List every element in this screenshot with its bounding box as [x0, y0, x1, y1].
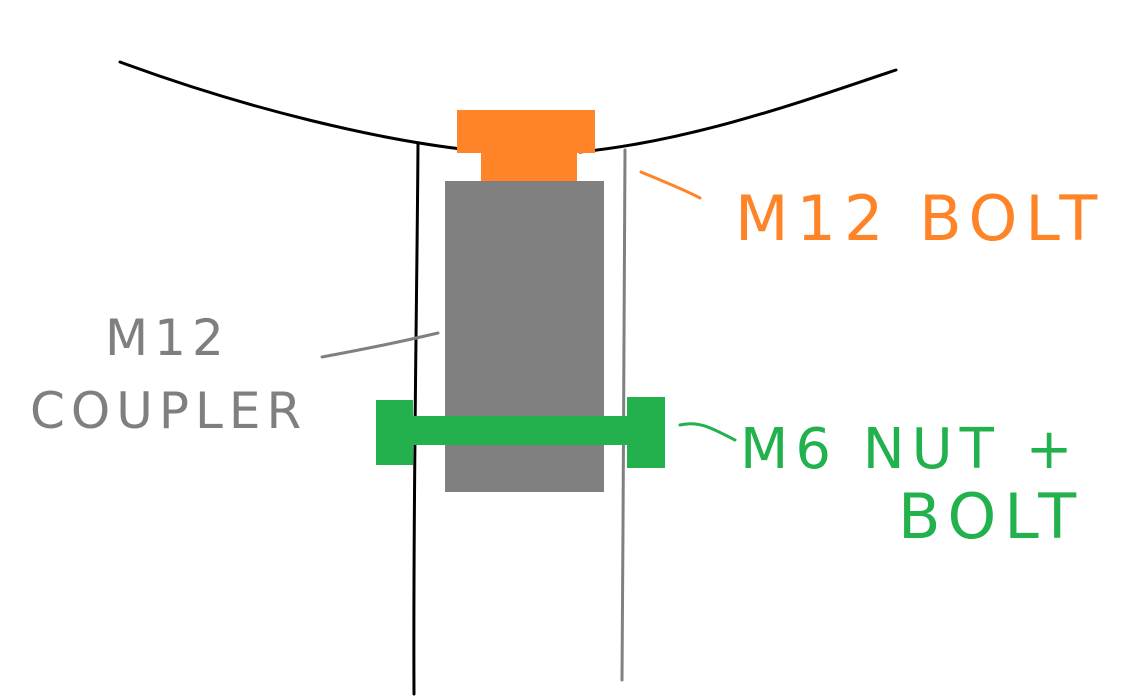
m6-bolt-head-left	[376, 400, 413, 465]
m12-coupler	[445, 181, 604, 492]
tube-right-wall	[620, 148, 627, 682]
nut-leader-line	[678, 422, 737, 442]
coupler-label-line1: M12	[105, 309, 230, 367]
coupler-label-line2: COUPLER	[30, 382, 307, 440]
m12-bolt-head	[457, 110, 595, 153]
surface-curve	[118, 60, 898, 154]
m12-bolt-shank	[481, 150, 577, 181]
m6-nut-right	[627, 397, 665, 468]
coupler-leader-line	[320, 331, 440, 359]
nut-label-line2: BOLT	[898, 480, 1084, 553]
bolt-label: M12 BOLT	[735, 182, 1105, 255]
bolt-leader-line	[639, 170, 702, 200]
nut-label-line1: M6 NUT +	[740, 417, 1080, 482]
tube-left-wall	[412, 141, 420, 696]
m6-bolt-shank	[413, 416, 627, 445]
